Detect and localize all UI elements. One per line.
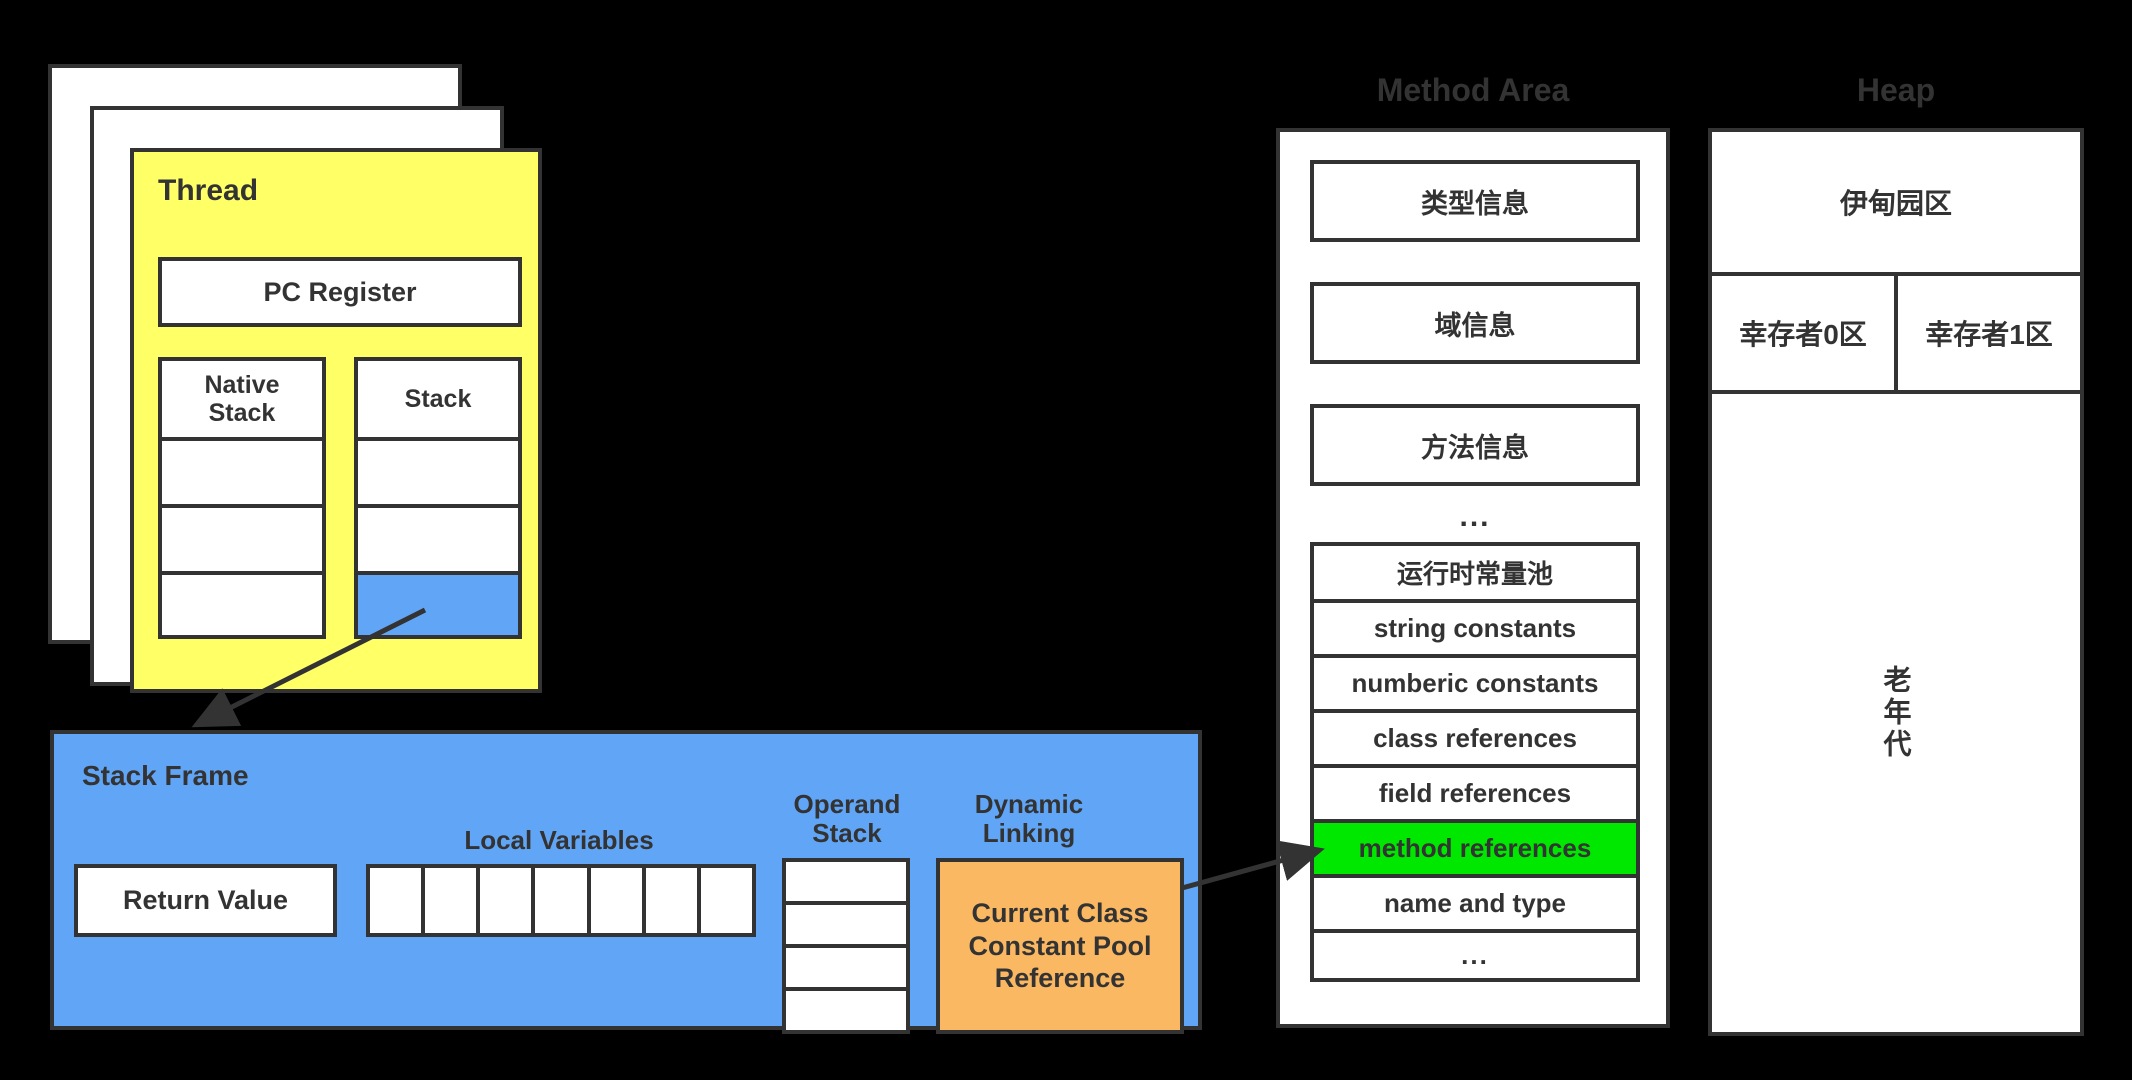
heap-header: Heap <box>1856 72 1936 108</box>
thread-card[interactable]: Thread PC Register Native Stack Stack <box>130 148 542 693</box>
runtime-constant-pool-list: 运行时常量池 string constants numberic constan… <box>1310 542 1640 982</box>
method-area-box: 类型信息 域信息 方法信息 ... 运行时常量池 string constant… <box>1276 128 1670 1028</box>
thread-title: Thread <box>158 174 259 207</box>
local-variable-slot[interactable] <box>701 868 752 933</box>
method-area-item-label: 类型信息 <box>1421 188 1529 219</box>
constant-pool-entry-ellipsis[interactable]: ... <box>1310 929 1640 982</box>
method-area-ellipsis: ... <box>1459 500 1491 533</box>
heap-survivor0-label: 幸存者0区 <box>1739 319 1867 350</box>
local-variables-label: Local Variables <box>464 825 654 855</box>
native-stack-cell-2[interactable] <box>158 437 326 504</box>
operand-stack-cells <box>782 858 910 1034</box>
native-stack-label: Native Stack <box>204 371 280 427</box>
local-variable-slot[interactable] <box>535 868 591 933</box>
stack-header-cell[interactable]: Stack <box>354 357 522 437</box>
constant-pool-entry-label: field references <box>1378 778 1572 808</box>
local-variables-slots[interactable] <box>366 864 756 937</box>
operand-stack-label-line1: Operand <box>793 789 901 819</box>
heap-box: 伊甸园区 幸存者0区 幸存者1区 老年代 <box>1708 128 2084 1036</box>
constant-pool-entry-label: name and type <box>1383 888 1567 918</box>
stack-column: Stack <box>354 357 522 639</box>
local-variable-slot[interactable] <box>591 868 646 933</box>
method-area-header: Method Area <box>1376 72 1570 108</box>
native-stack-header-cell[interactable]: Native Stack <box>158 357 326 437</box>
native-stack-cell-3[interactable] <box>158 504 326 571</box>
constant-pool-entry-string-constants[interactable]: string constants <box>1310 599 1640 654</box>
constant-pool-entry-label: class references <box>1373 723 1577 753</box>
stack-cell-2[interactable] <box>354 437 522 504</box>
constant-pool-entry-numberic-constants[interactable]: numberic constants <box>1310 654 1640 709</box>
constant-pool-title: 运行时常量池 <box>1396 559 1553 589</box>
native-stack-cell-4[interactable] <box>158 571 326 639</box>
constant-pool-entry-class-references[interactable]: class references <box>1310 709 1640 764</box>
operand-stack-label-line2: Stack <box>812 818 882 849</box>
heap-survivor0-cell[interactable]: 幸存者0区 <box>1708 272 1898 394</box>
local-variable-slot[interactable] <box>425 868 481 933</box>
dynamic-linking-label: Dynamic Linking <box>929 789 1129 849</box>
constant-pool-entry-name-and-type[interactable]: name and type <box>1310 874 1640 929</box>
constant-pool-entry-label: numberic constants <box>1351 668 1599 698</box>
method-area-item-label: 域信息 <box>1434 310 1516 341</box>
heap-eden-label: 伊甸园区 <box>1839 188 1952 219</box>
constant-pool-reference-line3: Reference <box>994 963 1126 994</box>
stack-frame-title: Stack Frame <box>82 760 249 791</box>
heap-old-generation-label: 老年代 <box>1880 665 1912 761</box>
stack-label: Stack <box>404 385 472 413</box>
heap-survivor1-label: 幸存者1区 <box>1925 319 2053 350</box>
local-variable-slot[interactable] <box>480 868 536 933</box>
stack-cell-4-active[interactable] <box>354 571 522 639</box>
method-area-item-label: 方法信息 <box>1421 432 1529 463</box>
constant-pool-reference-line1: Current Class <box>971 898 1149 929</box>
constant-pool-entry-field-references[interactable]: field references <box>1310 764 1640 819</box>
return-value-box[interactable]: Return Value <box>74 864 337 937</box>
constant-pool-entry-label: method references <box>1358 833 1592 863</box>
constant-pool-entry-label: string constants <box>1373 613 1577 643</box>
heap-survivor1-cell[interactable]: 幸存者1区 <box>1894 272 2084 394</box>
method-area-item-field-info[interactable]: 域信息 <box>1310 282 1640 364</box>
operand-stack-cell[interactable] <box>782 987 910 1034</box>
method-area-item-type-info[interactable]: 类型信息 <box>1310 160 1640 242</box>
return-value-label: Return Value <box>122 885 289 915</box>
local-variable-slot[interactable] <box>370 868 426 933</box>
heap-old-generation-cell[interactable]: 老年代 <box>1708 390 2084 1036</box>
stack-cell-3[interactable] <box>354 504 522 571</box>
constant-pool-title-cell[interactable]: 运行时常量池 <box>1310 542 1640 599</box>
constant-pool-reference-line2: Constant Pool <box>968 930 1152 961</box>
pc-register-label: PC Register <box>263 276 417 307</box>
operand-stack-cell[interactable] <box>782 944 910 987</box>
constant-pool-entry-label: ... <box>1461 940 1489 970</box>
constant-pool-entry-method-references[interactable]: method references <box>1310 819 1640 874</box>
operand-stack-label: Operand Stack <box>772 789 922 849</box>
local-variable-slot[interactable] <box>646 868 701 933</box>
stack-frame[interactable]: Stack Frame Return Value Local Variables… <box>50 730 1202 1034</box>
heap-eden-cell[interactable]: 伊甸园区 <box>1708 128 2084 276</box>
native-stack-column: Native Stack <box>158 357 326 639</box>
operand-stack-cell[interactable] <box>782 858 910 901</box>
dynamic-linking-label-line1: Dynamic <box>974 789 1084 819</box>
pc-register-box[interactable]: PC Register <box>158 257 522 327</box>
method-area-item-method-info[interactable]: 方法信息 <box>1310 404 1640 486</box>
operand-stack-cell[interactable] <box>782 901 910 944</box>
constant-pool-reference-box[interactable]: Current Class Constant Pool Reference <box>936 858 1184 1034</box>
dynamic-linking-label-line2: Linking <box>982 818 1076 849</box>
